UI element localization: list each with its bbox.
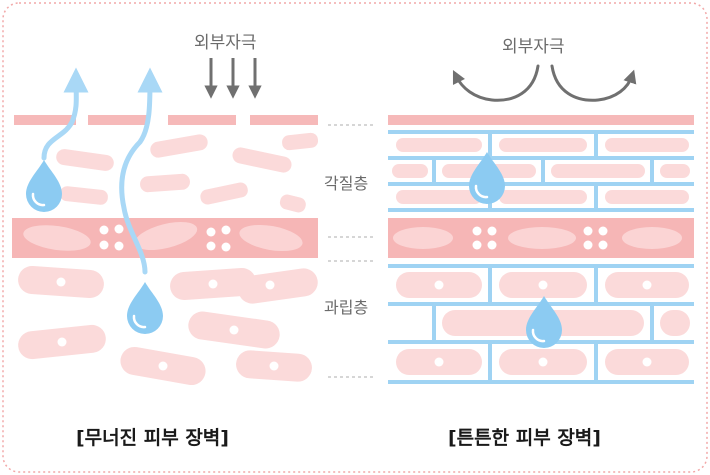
water-loss-arrows bbox=[41, 67, 163, 275]
granular-layer-label: 과립층 bbox=[324, 298, 369, 317]
layer-guide-lines bbox=[328, 124, 376, 378]
left-band bbox=[12, 218, 318, 258]
left-stimulus-label: 외부자극 bbox=[194, 33, 257, 53]
right-caption: [튼튼한 피부 장벽] bbox=[448, 427, 601, 449]
right-band bbox=[388, 218, 694, 258]
left-lower-cells bbox=[18, 265, 318, 386]
right-stimulus-label: 외부자극 bbox=[502, 37, 565, 57]
right-droplet-icons bbox=[469, 152, 562, 348]
stratum-corneum-label: 각질층 bbox=[324, 174, 369, 193]
left-caption: [무너진 피부 장벽] bbox=[76, 427, 229, 449]
stimulus-down-arrows bbox=[204, 58, 262, 99]
stimulus-deflect-arrows bbox=[452, 64, 637, 102]
left-panel bbox=[12, 58, 319, 386]
right-upper-wall bbox=[388, 130, 694, 212]
right-surface-line bbox=[388, 115, 694, 125]
left-broken-surface-line bbox=[14, 115, 318, 125]
right-upper-cells bbox=[392, 138, 690, 204]
left-droplet-icons bbox=[26, 160, 163, 334]
left-upper-cells bbox=[56, 132, 319, 213]
right-panel bbox=[388, 64, 694, 384]
